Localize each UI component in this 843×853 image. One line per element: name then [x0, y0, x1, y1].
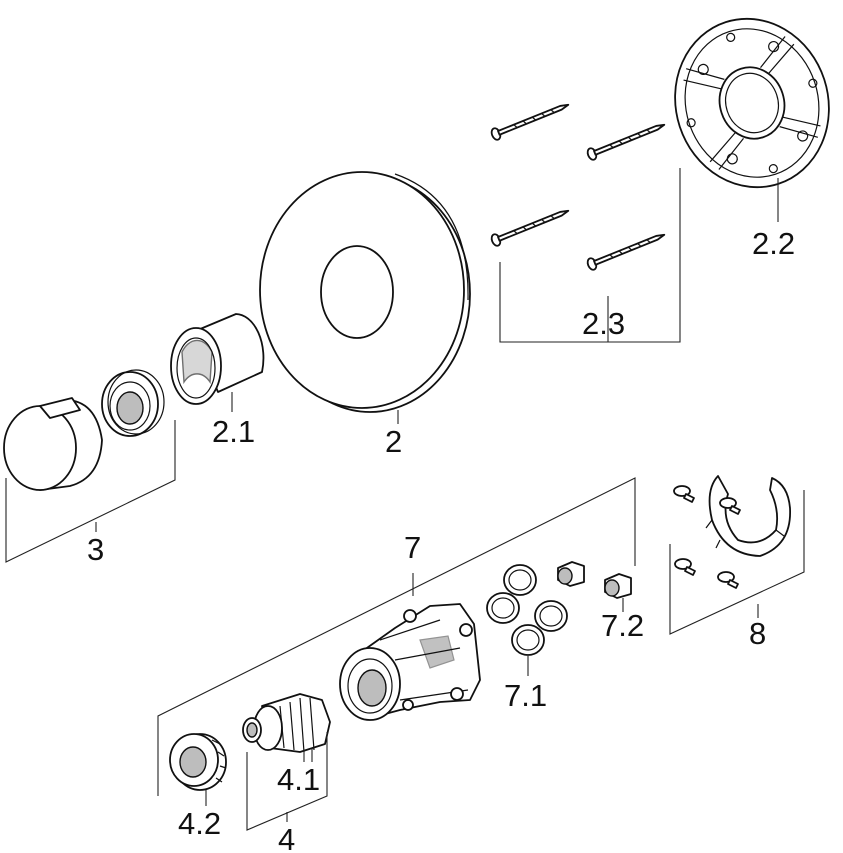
label-4: 4 [278, 822, 295, 853]
adapter-ring [101, 369, 165, 437]
label-8: 8 [749, 616, 766, 651]
cartridge-part-4-1 [242, 693, 331, 753]
cover-plate-part-2 [259, 171, 471, 413]
check-valves-part-7-2 [557, 561, 632, 599]
handle-part-3 [3, 369, 165, 491]
nut-part-4-2 [169, 733, 227, 791]
mounting-ring-part-2-2 [674, 17, 830, 189]
label-2-1: 2.1 [212, 414, 255, 449]
bracket-part-8 [673, 475, 791, 589]
label-2-2: 2.2 [752, 226, 795, 261]
label-4-1: 4.1 [277, 762, 320, 797]
label-7-1: 7.1 [504, 678, 547, 713]
valve-body-part-7 [339, 603, 481, 721]
bracket-screw [673, 485, 695, 503]
label-2-3: 2.3 [582, 306, 625, 341]
label-2: 2 [385, 424, 402, 459]
screws-part-2-3 [490, 103, 666, 271]
bracket-screw [717, 571, 739, 589]
bracket-screw [719, 497, 741, 515]
bracket-screw [674, 558, 696, 576]
sleeve-part-2-1 [170, 313, 265, 405]
label-3: 3 [87, 532, 104, 567]
label-7: 7 [404, 530, 421, 565]
label-7-2: 7.2 [601, 608, 644, 643]
o-rings-part-7-1 [486, 564, 568, 656]
leader-lines [5, 168, 805, 831]
label-4-2: 4.2 [178, 806, 221, 841]
